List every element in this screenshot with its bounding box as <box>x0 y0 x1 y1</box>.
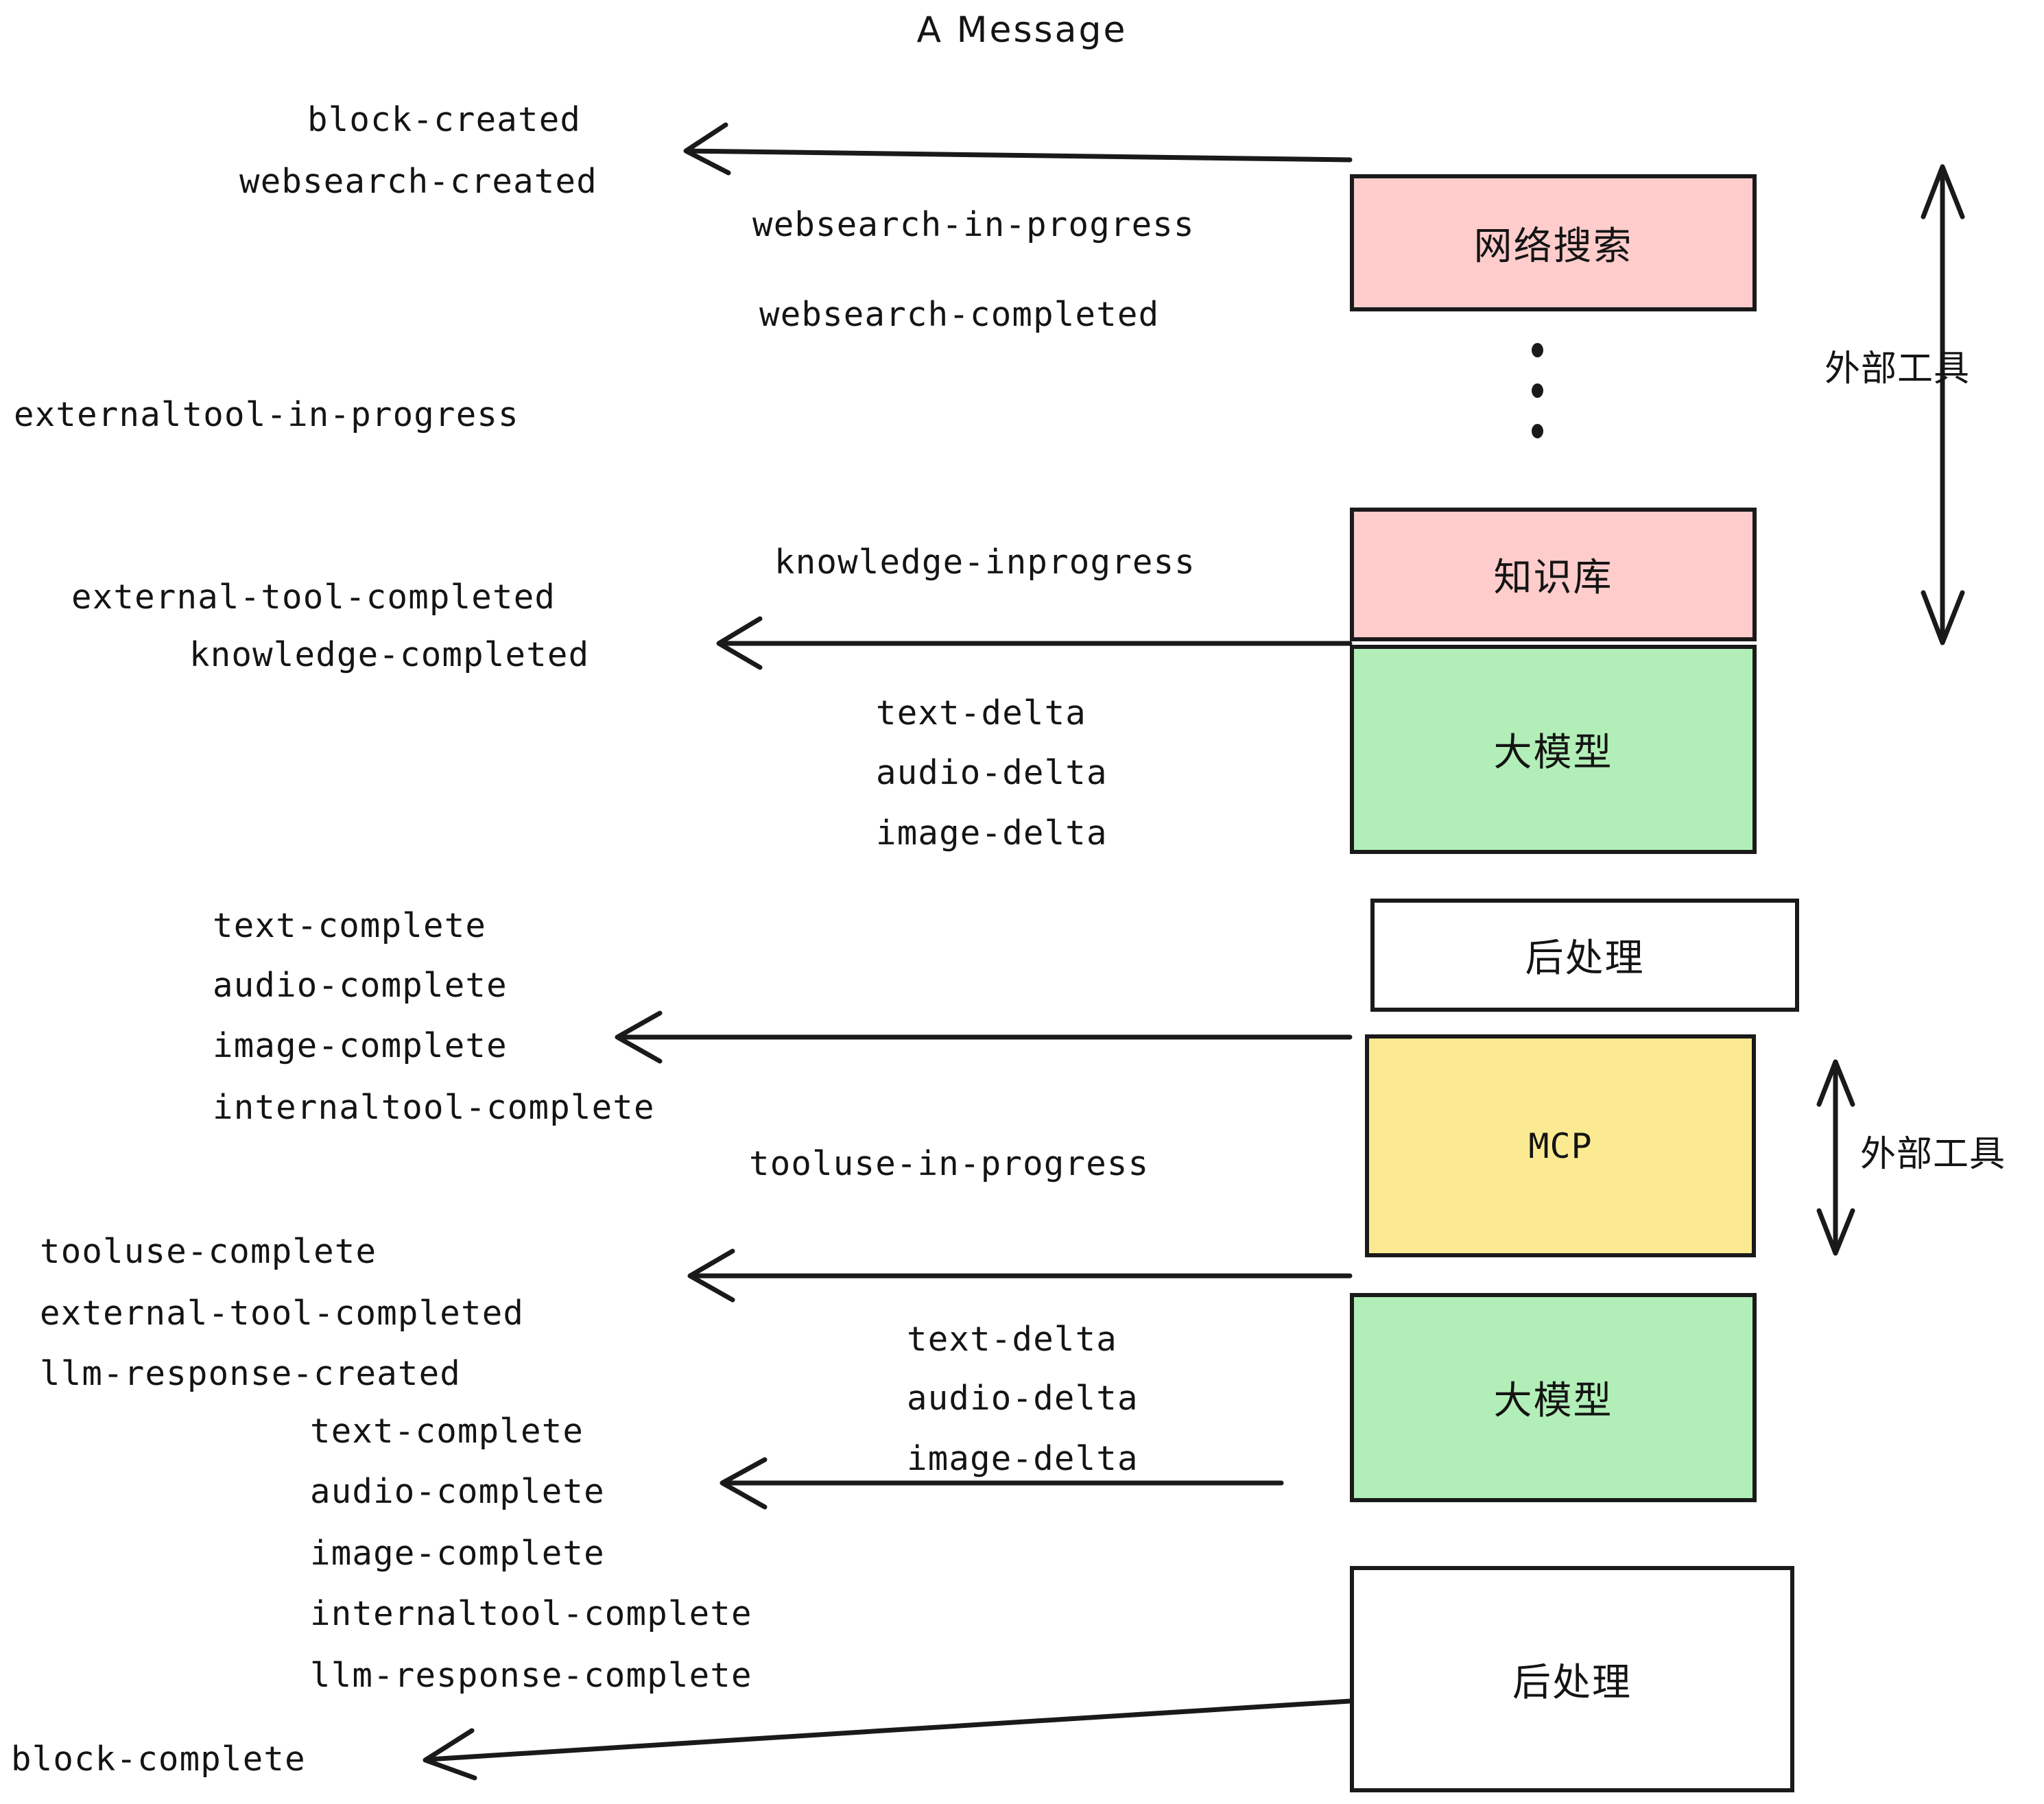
page-title: A Message <box>916 10 1128 51</box>
event-websearch-created: websearch-created <box>239 162 597 201</box>
event-image-delta-1: image-delta <box>876 814 1108 853</box>
event-audio-complete-2: audio-complete <box>310 1472 605 1511</box>
box-postprocess-top-label: 后处理 <box>1525 936 1645 981</box>
event-llm-response-complete: llm-response-complete <box>310 1656 752 1695</box>
event-knowledge-completed: knowledge-completed <box>189 635 590 674</box>
event-audio-delta-1: audio-delta <box>876 753 1108 792</box>
event-websearch-completed: websearch-completed <box>759 295 1160 334</box>
box-websearch[interactable]: 网络搜索 <box>1350 174 1757 311</box>
box-postprocess-top[interactable]: 后处理 <box>1370 899 1799 1012</box>
event-external-tool-completed-1: external-tool-completed <box>71 578 556 617</box>
event-block-complete: block-complete <box>11 1740 306 1779</box>
arrow-post-to-block-complete <box>426 1698 1353 1762</box>
event-text-delta-2: text-delta <box>907 1320 1118 1359</box>
event-image-complete-1: image-complete <box>213 1026 508 1065</box>
box-llm-bottom-label: 大模型 <box>1493 1379 1613 1423</box>
event-image-delta-2: image-delta <box>907 1439 1139 1478</box>
event-external-tool-completed-2: external-tool-completed <box>40 1294 525 1333</box>
event-image-complete-2: image-complete <box>310 1534 605 1573</box>
box-mcp[interactable]: MCP <box>1365 1034 1756 1257</box>
event-externaltool-in-progress: externaltool-in-progress <box>14 395 519 434</box>
event-text-complete-1: text-complete <box>213 906 487 945</box>
event-block-created: block-created <box>307 100 582 139</box>
event-audio-delta-2: audio-delta <box>907 1379 1139 1418</box>
event-text-delta-1: text-delta <box>876 693 1087 733</box>
arrow-websearch-to-block-created <box>685 148 1353 163</box>
box-knowledge[interactable]: 知识库 <box>1350 508 1757 641</box>
box-llm-bottom[interactable]: 大模型 <box>1350 1293 1757 1502</box>
box-mcp-label: MCP <box>1528 1126 1593 1166</box>
box-postprocess-bottom-label: 后处理 <box>1512 1660 1632 1705</box>
external-tools-label-bottom: 外部工具 <box>1860 1134 2006 1175</box>
box-postprocess-bottom[interactable]: 后处理 <box>1350 1566 1794 1792</box>
event-internaltool-complete-2: internaltool-complete <box>310 1594 752 1633</box>
box-llm-top-label: 大模型 <box>1493 731 1613 775</box>
ellipsis-dots <box>1532 343 1543 464</box>
event-text-complete-2: text-complete <box>310 1412 584 1451</box>
event-llm-response-created: llm-response-created <box>40 1354 462 1393</box>
box-websearch-label: 网络搜索 <box>1473 224 1633 269</box>
event-audio-complete-1: audio-complete <box>213 966 508 1005</box>
event-knowledge-inprogress: knowledge-inprogress <box>774 543 1196 582</box>
box-llm-top[interactable]: 大模型 <box>1350 645 1757 854</box>
event-tooluse-complete: tooluse-complete <box>40 1232 377 1271</box>
event-websearch-in-progress: websearch-in-progress <box>752 205 1195 244</box>
event-tooluse-in-progress: tooluse-in-progress <box>749 1144 1150 1183</box>
external-tools-label-top: 外部工具 <box>1825 348 1971 390</box>
box-knowledge-label: 知识库 <box>1493 556 1613 600</box>
event-internaltool-complete-1: internaltool-complete <box>213 1088 655 1127</box>
